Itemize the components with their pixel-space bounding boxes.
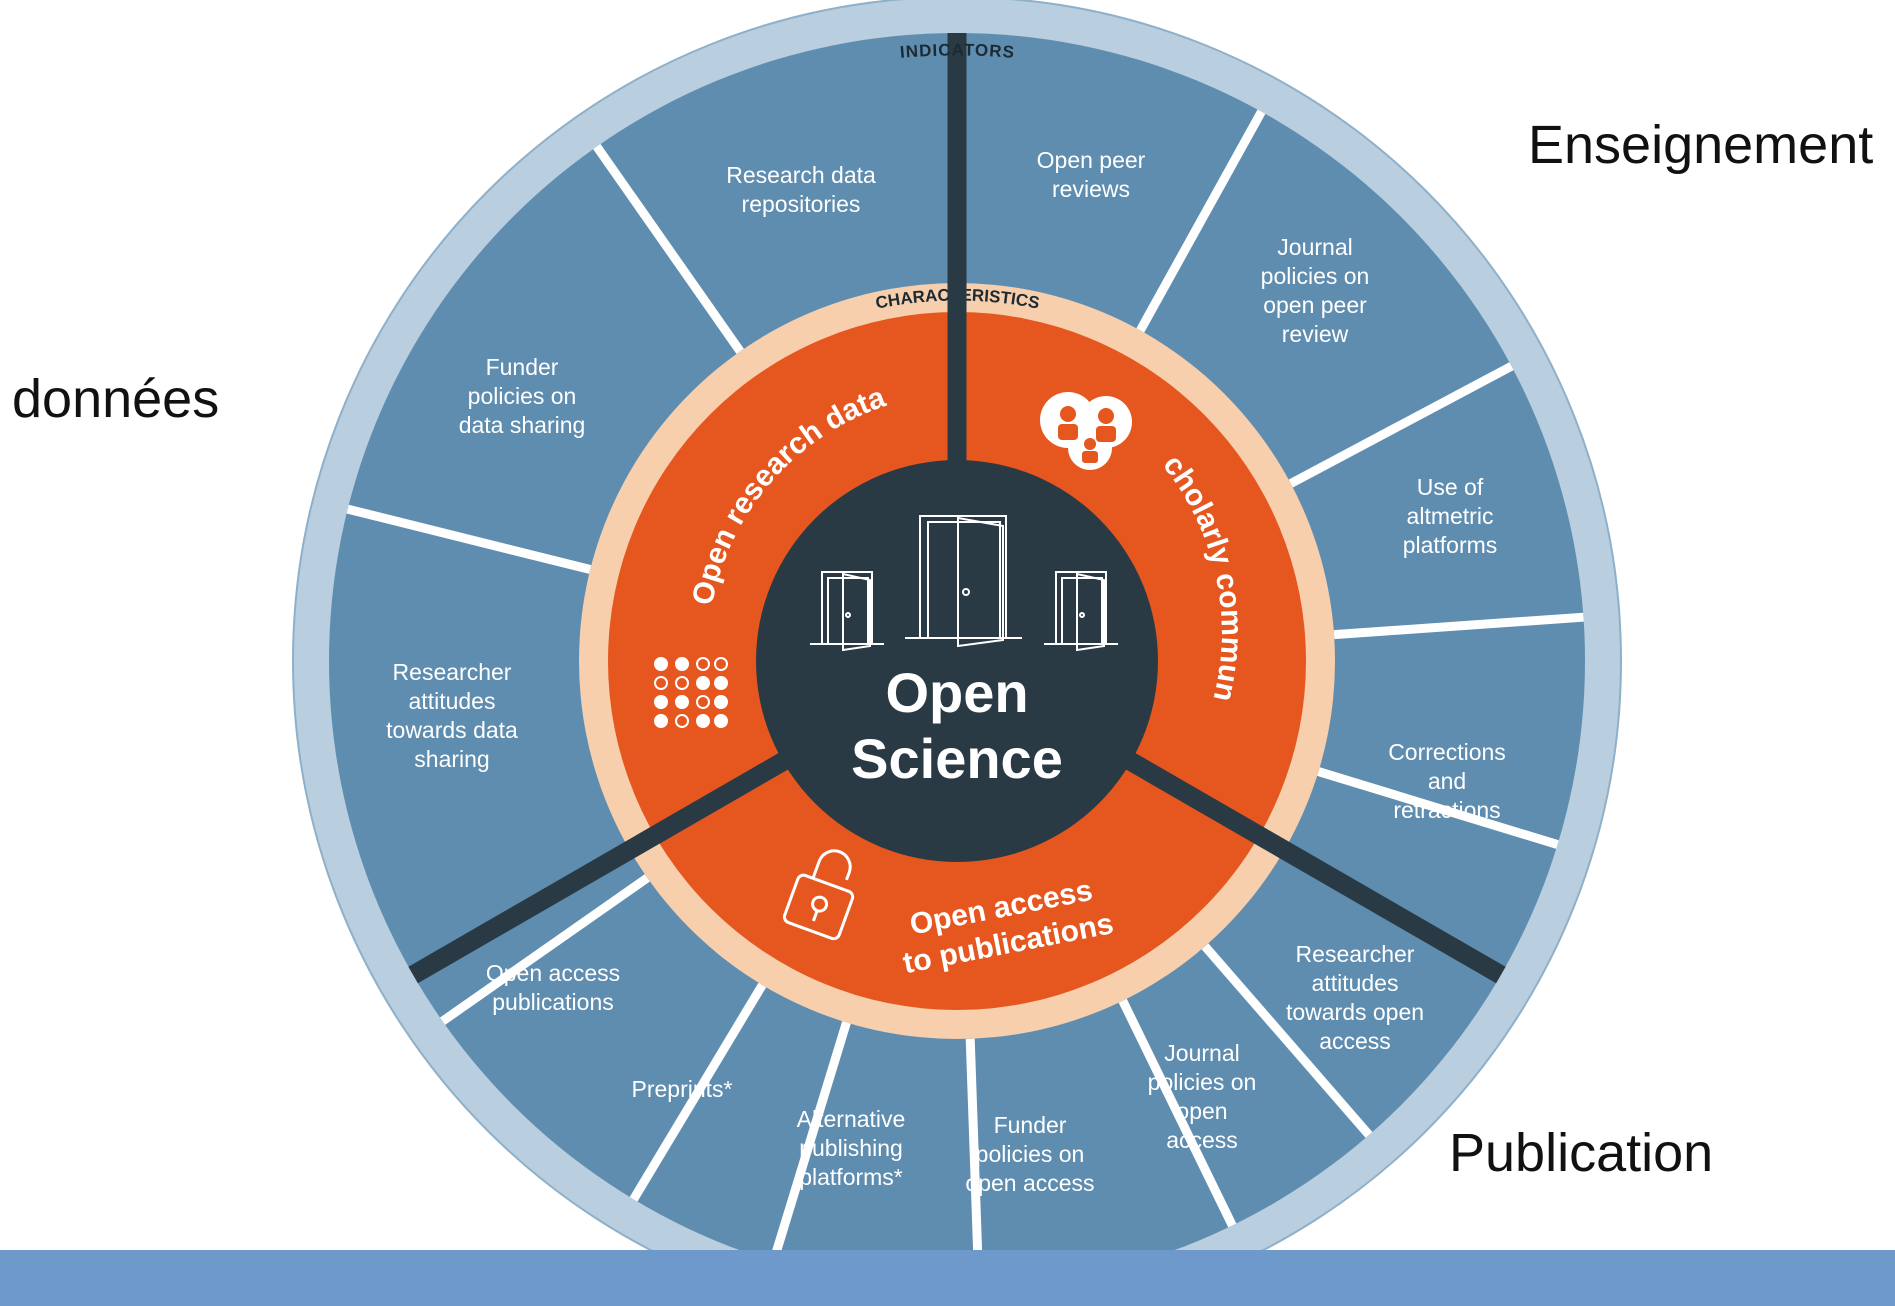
indicators-ring-label: INDICATORS	[899, 41, 1015, 62]
indicator-divider	[1333, 612, 1584, 640]
center-title-line2: Science	[851, 727, 1063, 790]
center-title-line1: Open	[885, 661, 1028, 724]
data-dots-icon	[654, 657, 728, 728]
indicator-divider	[593, 143, 744, 354]
characteristic-divider	[1116, 747, 1290, 859]
indicator-divider	[1136, 109, 1266, 333]
bottom-bar	[0, 1250, 1895, 1306]
section-divider	[1279, 841, 1506, 984]
indicator-label: Preprints*	[632, 1076, 733, 1102]
indicator-divider	[769, 1021, 851, 1263]
indicator-divider	[1118, 998, 1237, 1228]
indicator-divider	[965, 1038, 984, 1289]
indicator-divider	[346, 504, 592, 574]
indicator-divider	[1288, 362, 1514, 488]
open-doors-icon	[810, 515, 1118, 652]
open-padlock-icon	[782, 849, 855, 941]
center-disc	[756, 460, 1158, 862]
indicator-divider	[1317, 767, 1559, 849]
label-publication: Publication	[1449, 1123, 1714, 1183]
indicator-divider	[439, 874, 650, 1025]
label-donnees: données	[12, 369, 220, 429]
characteristic-divider	[624, 747, 798, 859]
indicator-divider	[1201, 943, 1373, 1138]
people-chat-icon	[1040, 392, 1132, 470]
indicator-divider	[629, 982, 767, 1202]
label-enseignement: Enseignement	[1528, 115, 1874, 175]
section-divider	[408, 841, 635, 984]
